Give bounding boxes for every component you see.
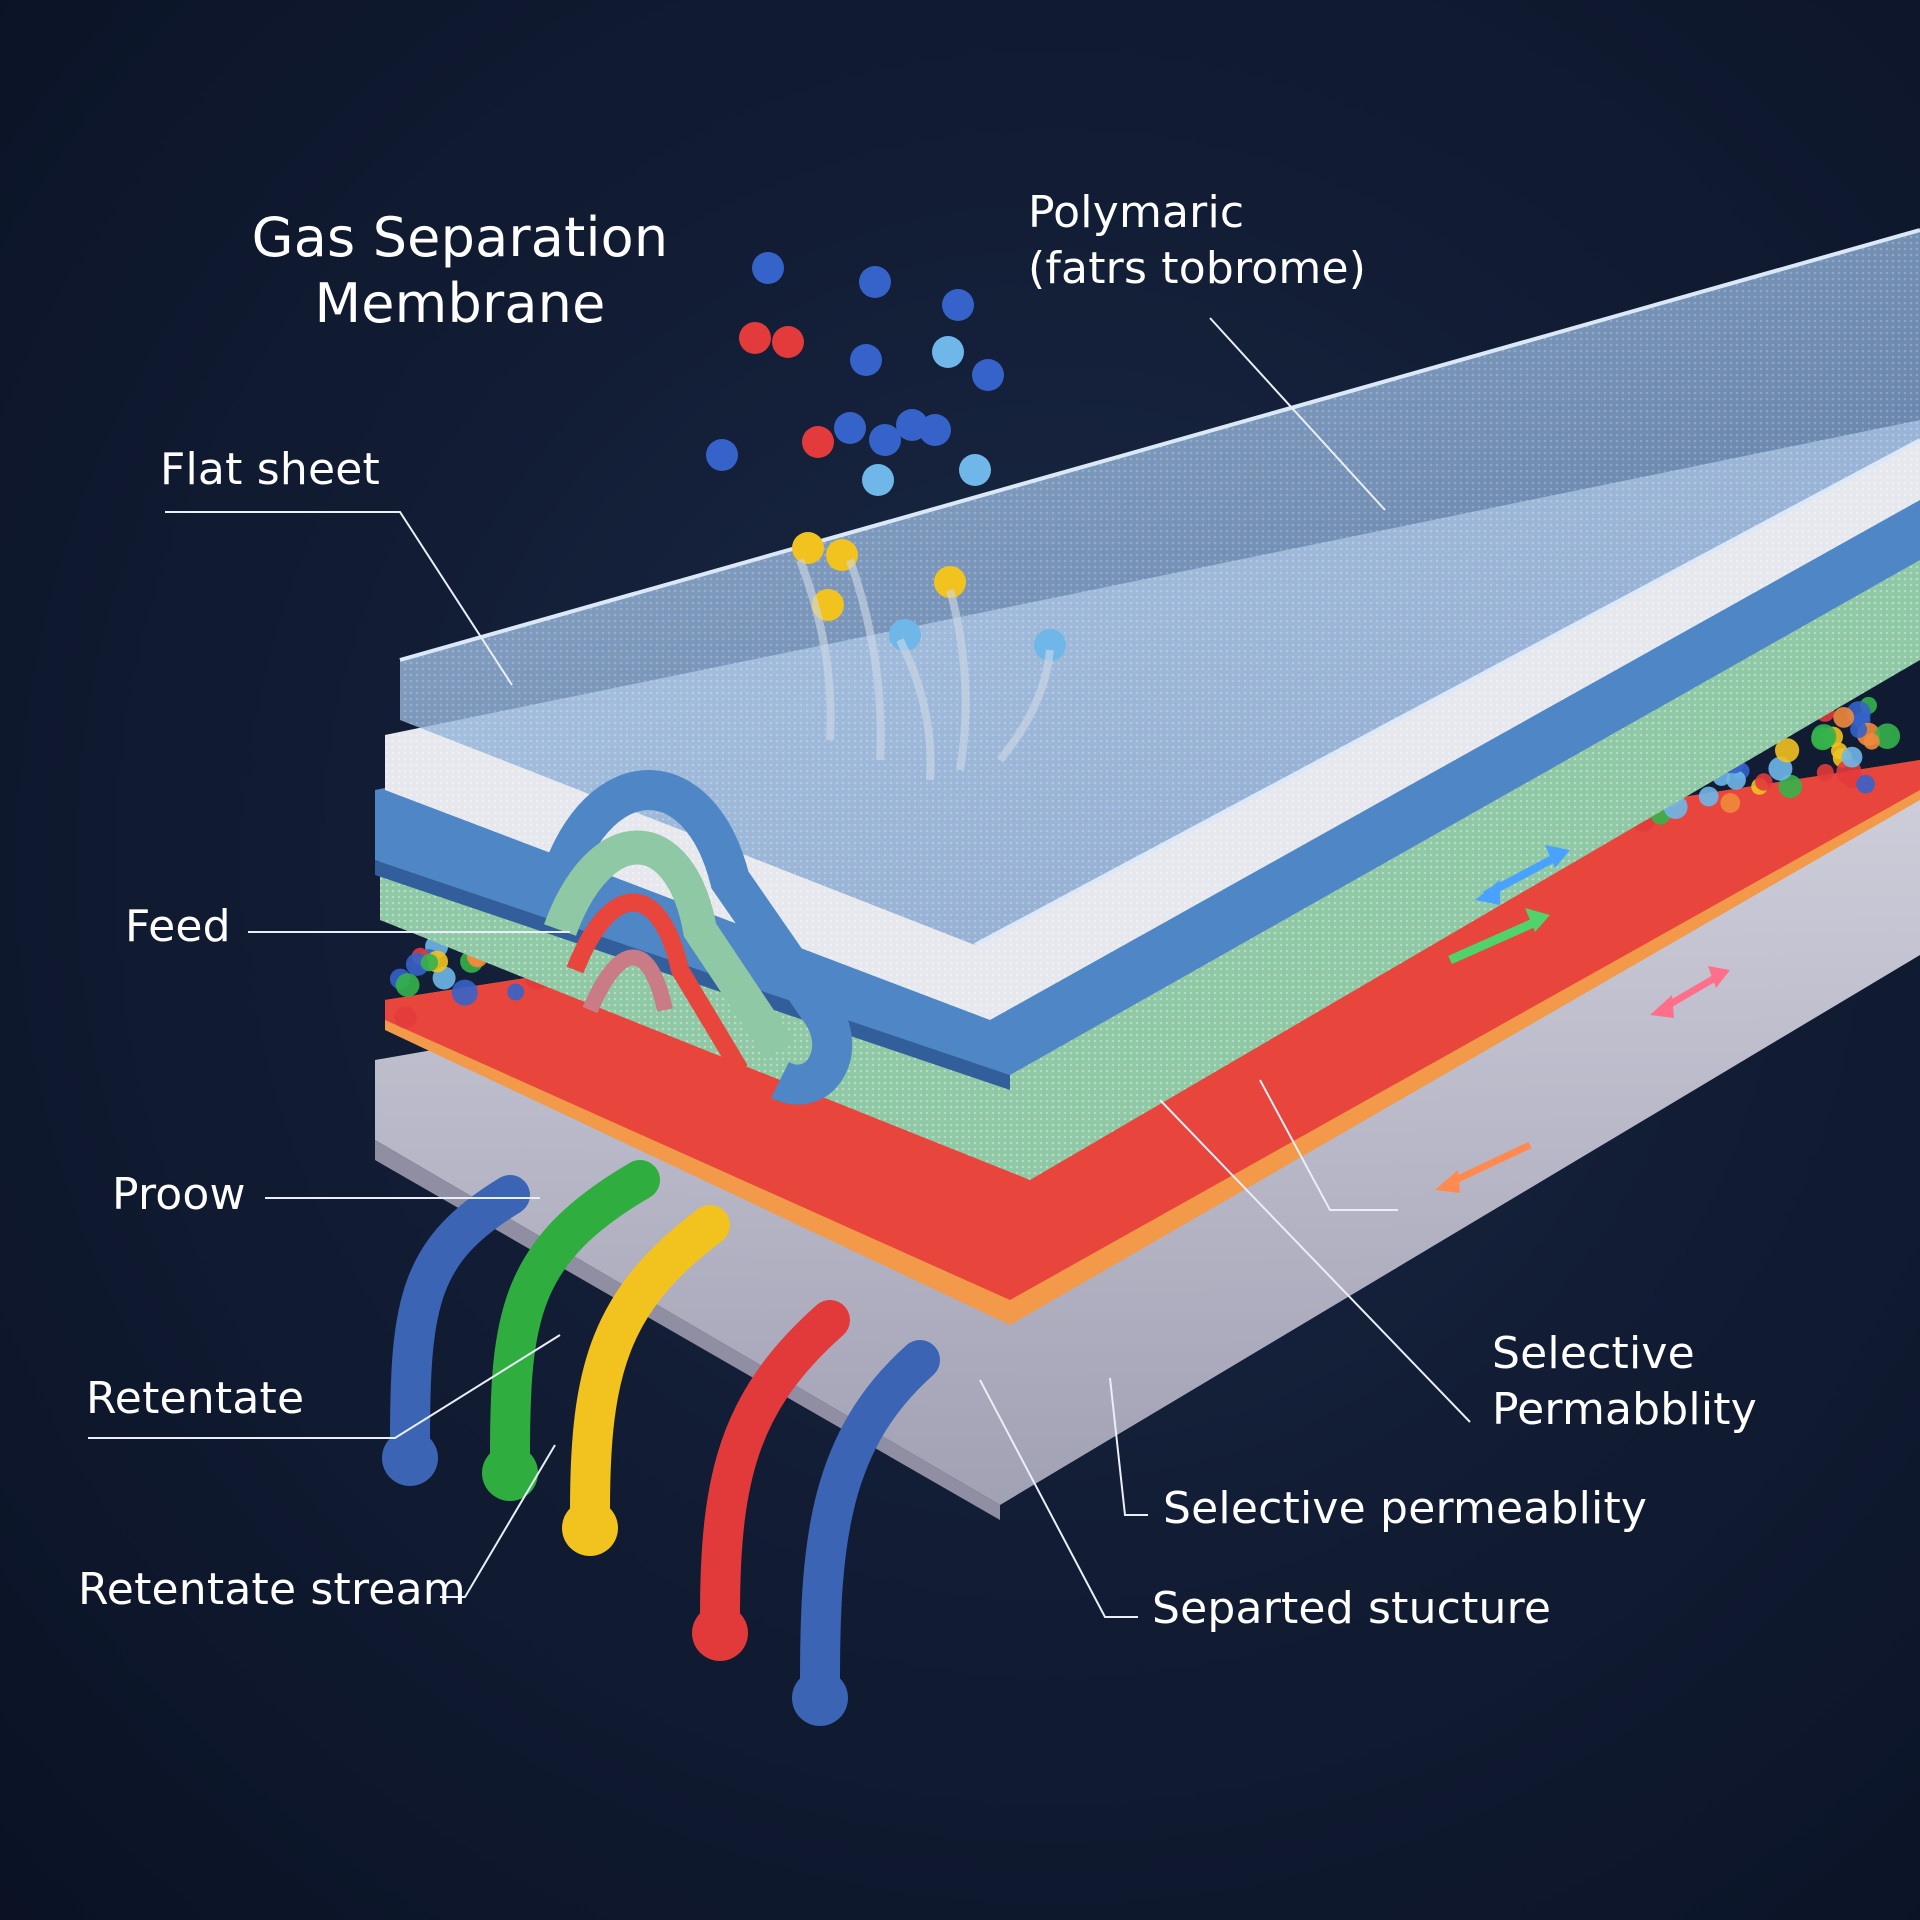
molecule xyxy=(932,336,964,368)
bead xyxy=(394,1006,417,1029)
molecule xyxy=(972,359,1004,391)
leader-separted-stucture xyxy=(979,1379,1138,1618)
orange-arrow xyxy=(1435,1141,1532,1193)
label-retentate: Retentate xyxy=(86,1373,305,1424)
bead xyxy=(420,953,439,972)
green-arrow xyxy=(1448,908,1550,965)
molecule xyxy=(919,414,951,446)
molecule xyxy=(772,326,804,358)
molecule-trail xyxy=(946,588,970,771)
molecule xyxy=(942,289,974,321)
outlet-tube xyxy=(800,1340,940,1700)
molecule xyxy=(859,266,891,298)
bead xyxy=(507,983,525,1001)
molecule xyxy=(862,464,894,496)
outlet-tube xyxy=(390,1175,530,1460)
molecule xyxy=(959,454,991,486)
leader-retentate-stream xyxy=(440,1444,556,1598)
bead xyxy=(1768,756,1793,781)
label-selective-permabblity: Selective Permabblity xyxy=(1492,1326,1757,1438)
outlet-tube xyxy=(490,1160,660,1475)
bead xyxy=(1811,727,1835,751)
bead xyxy=(1850,721,1868,738)
leader-inner-1 xyxy=(1259,1079,1398,1211)
leader-polymaric xyxy=(1209,317,1386,511)
molecule-trail xyxy=(896,638,935,781)
blue-double-arrow xyxy=(1475,845,1570,905)
bead xyxy=(1775,738,1800,763)
molecule-trail xyxy=(796,558,835,741)
label-flat-sheet: Flat sheet xyxy=(160,444,380,495)
leader-retentate xyxy=(88,1334,561,1439)
outlet-tube xyxy=(570,1205,730,1530)
molecule xyxy=(752,252,784,284)
leader-selective-perm xyxy=(1159,1099,1471,1423)
folded-cross-section xyxy=(541,770,853,1105)
title-line-1: Gas Separation xyxy=(251,206,669,269)
bead xyxy=(1755,773,1773,791)
bead xyxy=(1856,774,1875,794)
bead xyxy=(1778,774,1803,799)
polymaric-line-2: (fatrs tobrome) xyxy=(1028,243,1367,294)
diagram-title: Gas Separation Membrane xyxy=(250,205,670,337)
bead xyxy=(395,973,420,997)
tube-end xyxy=(382,1430,438,1486)
leader-lines xyxy=(88,317,1471,1618)
outlet-tubes xyxy=(382,1160,940,1726)
molecule xyxy=(889,619,921,651)
label-retentate-stream: Retentate stream xyxy=(78,1564,466,1615)
molecule xyxy=(850,344,882,376)
molecule xyxy=(792,532,824,564)
label-polymaric: Polymaric (fatrs tobrome) xyxy=(1028,185,1366,297)
tube-end xyxy=(792,1670,848,1726)
polymaric-line-1: Polymaric xyxy=(1028,187,1245,238)
bead xyxy=(1874,723,1901,749)
tube-end xyxy=(692,1605,748,1661)
bead xyxy=(1833,707,1855,728)
bead xyxy=(451,979,478,1006)
bead xyxy=(1698,786,1719,807)
bead xyxy=(1841,746,1863,768)
bead xyxy=(1816,764,1834,781)
tube-end xyxy=(482,1445,538,1501)
molecule xyxy=(869,424,901,456)
molecule xyxy=(706,439,738,471)
bead xyxy=(1720,793,1741,813)
bead xyxy=(1863,733,1880,750)
label-separted-stucture: Separted stucture xyxy=(1152,1583,1552,1634)
outlet-tube xyxy=(700,1300,850,1635)
label-selective-permeablity: Selective permeablity xyxy=(1163,1483,1648,1534)
molecule xyxy=(934,566,966,598)
molecule xyxy=(834,412,866,444)
selective-perm-line-1: Selective xyxy=(1492,1328,1695,1379)
label-proow: Proow xyxy=(112,1169,246,1220)
flow-arrows xyxy=(1435,845,1730,1193)
selective-perm-line-2: Permabblity xyxy=(1492,1384,1757,1435)
leader-flat-sheet xyxy=(165,511,513,686)
molecule xyxy=(802,426,834,458)
pink-double-arrow xyxy=(1650,966,1730,1018)
molecule-trail xyxy=(846,558,885,761)
polymeric-top-sheet xyxy=(399,228,1920,947)
title-line-2: Membrane xyxy=(314,272,606,335)
gas-molecules xyxy=(706,252,1066,781)
leader-selective-permeablity xyxy=(1109,1377,1148,1516)
molecule xyxy=(739,322,771,354)
molecule xyxy=(1034,629,1066,661)
label-feed: Feed xyxy=(125,901,231,952)
bead xyxy=(1726,770,1746,790)
tube-end xyxy=(562,1500,618,1556)
molecule-trail xyxy=(996,649,1054,763)
